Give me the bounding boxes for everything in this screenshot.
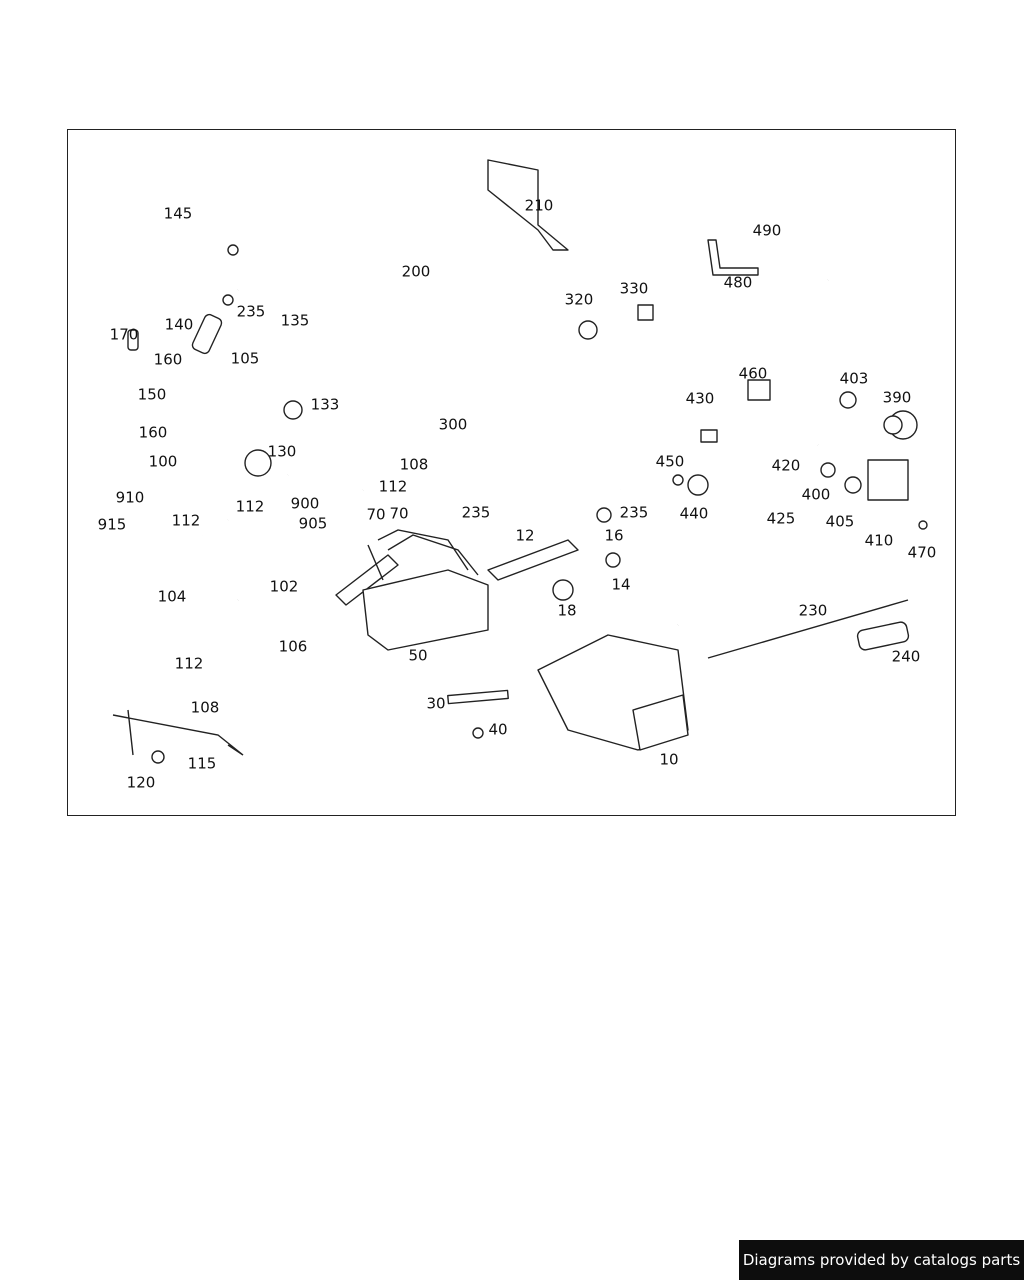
callout-label: 230 bbox=[798, 601, 828, 620]
callout-label: 50 bbox=[408, 646, 428, 665]
bolt-40 bbox=[472, 727, 484, 739]
pipe-300 bbox=[287, 278, 829, 477]
callout-label: 30 bbox=[426, 694, 446, 713]
callout-label: 104 bbox=[157, 587, 187, 606]
callout-label: 235 bbox=[236, 302, 266, 321]
callout-label: 135 bbox=[280, 311, 310, 330]
callout-label: 150 bbox=[137, 385, 167, 404]
callout-label: 133 bbox=[310, 395, 340, 414]
callout-label: 10 bbox=[659, 750, 679, 769]
callout-label: 140 bbox=[164, 315, 194, 334]
callout-label: 18 bbox=[557, 601, 577, 620]
callout-label: 210 bbox=[524, 196, 554, 215]
mesh-sleeve bbox=[335, 554, 399, 606]
callout-label: 450 bbox=[655, 452, 685, 471]
callout-label: 420 bbox=[771, 456, 801, 475]
callout-label: 300 bbox=[438, 415, 468, 434]
callout-label: 425 bbox=[766, 509, 796, 528]
callout-label: 70 bbox=[366, 505, 386, 524]
exploded-parts-drawing bbox=[112, 159, 928, 764]
callout-label: 410 bbox=[864, 531, 894, 550]
callout-label: 240 bbox=[891, 647, 921, 666]
callout-label: 403 bbox=[839, 369, 869, 388]
callout-label: 910 bbox=[115, 488, 145, 507]
callout-label: 70 bbox=[389, 504, 409, 523]
callout-label: 106 bbox=[278, 637, 308, 656]
callout-label: 14 bbox=[611, 575, 631, 594]
bracket-210 bbox=[487, 159, 569, 251]
callout-label: 430 bbox=[685, 389, 715, 408]
callout-label: 12 bbox=[515, 526, 535, 545]
callout-label: 200 bbox=[401, 262, 431, 281]
parts-diagram-frame: 145 235 200 210 490 480 135 140 170 160 … bbox=[67, 129, 956, 816]
callout-label: 112 bbox=[235, 497, 265, 516]
callout-label: 235 bbox=[619, 503, 649, 522]
pipe-420 bbox=[676, 425, 819, 627]
callout-label: 440 bbox=[679, 504, 709, 523]
bracket-115 bbox=[112, 709, 244, 756]
callout-label: 480 bbox=[723, 273, 753, 292]
callout-label: 905 bbox=[298, 514, 328, 533]
callout-label: 100 bbox=[148, 452, 178, 471]
pipes-70 bbox=[367, 529, 479, 581]
bracket-480 bbox=[707, 239, 759, 276]
callout-label: 160 bbox=[153, 350, 183, 369]
callout-label: 112 bbox=[378, 477, 408, 496]
callout-label: 115 bbox=[187, 754, 217, 773]
callout-label: 120 bbox=[126, 773, 156, 792]
rod-230 bbox=[707, 599, 909, 659]
callout-label: 390 bbox=[882, 388, 912, 407]
callout-label: 102 bbox=[269, 577, 299, 596]
callout-label: 235 bbox=[461, 503, 491, 522]
callout-label: 170 bbox=[109, 325, 139, 344]
callout-label: 160 bbox=[138, 423, 168, 442]
callout-label: 145 bbox=[163, 204, 193, 223]
plate-30 bbox=[447, 689, 509, 705]
callout-label: 400 bbox=[801, 485, 831, 504]
callout-label: 915 bbox=[97, 515, 127, 534]
callout-label: 900 bbox=[290, 494, 320, 513]
callout-label: 108 bbox=[399, 455, 429, 474]
callout-label: 40 bbox=[488, 720, 508, 739]
callout-label: 112 bbox=[171, 511, 201, 530]
rail-12 bbox=[487, 539, 579, 581]
callout-label: 16 bbox=[604, 526, 624, 545]
callout-label: 108 bbox=[190, 698, 220, 717]
pipe-200 bbox=[236, 165, 622, 491]
housing-10-grille bbox=[632, 694, 689, 751]
callout-label: 105 bbox=[230, 349, 260, 368]
callout-label: 460 bbox=[738, 364, 768, 383]
callout-label: 490 bbox=[752, 221, 782, 240]
callout-label: 470 bbox=[907, 543, 937, 562]
callout-label: 405 bbox=[825, 512, 855, 531]
callout-label: 112 bbox=[174, 654, 204, 673]
callout-label: 130 bbox=[267, 442, 297, 461]
callout-label: 330 bbox=[619, 279, 649, 298]
small-parts bbox=[127, 244, 928, 764]
module-50 bbox=[362, 569, 489, 651]
sleeve-240 bbox=[856, 621, 910, 651]
callout-label: 320 bbox=[564, 290, 594, 309]
footer-credit: Diagrams provided by catalogs parts bbox=[739, 1240, 1024, 1280]
